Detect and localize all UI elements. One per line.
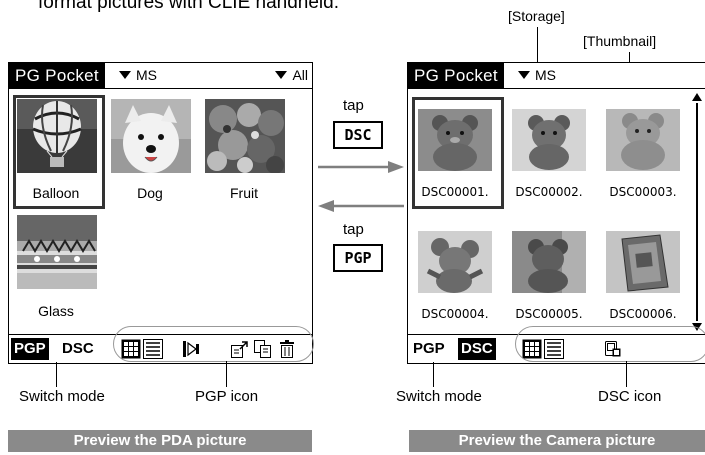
thumbnail-caption: DSC00001. [421, 185, 489, 199]
pgp-tap-button[interactable]: PGP [333, 244, 383, 272]
thumbnail-caption: DSC00004. [421, 307, 489, 321]
thumbnail-caption: DSC00006. [609, 307, 677, 321]
vertical-scrollbar[interactable] [692, 93, 702, 331]
storage-value: MS [535, 67, 556, 83]
storage-callout-line [537, 27, 538, 63]
storage-callout: [Storage] [508, 8, 565, 24]
tap-label: tap [343, 97, 364, 114]
list-view-icon[interactable] [544, 339, 564, 359]
dropdown-triangle-icon [518, 71, 530, 79]
left-switch-line [56, 362, 57, 387]
slideshow-icon[interactable] [181, 339, 201, 359]
thumbnail-caption: Glass [38, 303, 74, 319]
thumbnail-caption: DSC00003. [609, 185, 677, 199]
thumbnail-caption: Balloon [32, 185, 80, 201]
bottom-toolbar: PGP DSC [408, 334, 705, 363]
pgp-mode-button[interactable]: PGP [410, 338, 448, 360]
tap-label: tap [343, 221, 364, 238]
dropdown-triangle-icon [119, 71, 131, 79]
thumbnail-caption: Fruit [230, 185, 258, 201]
pgp-icon-highlight [113, 326, 314, 362]
copy-to-pda-icon[interactable] [603, 339, 623, 359]
bottom-toolbar: PGP DSC [9, 334, 312, 363]
dsc-icon-highlight [515, 326, 705, 362]
app-title: PG Pocket [408, 63, 504, 88]
pgp-icon-line [226, 361, 227, 387]
fruit-photo[interactable] [205, 99, 285, 173]
arrow-right-icon [318, 161, 404, 173]
copy-icon[interactable] [253, 339, 273, 359]
camera-preview-banner: Preview the Camera picture [409, 430, 705, 452]
thumbnail-caption: DSC00005. [515, 307, 583, 321]
intro-text: format pictures with CLIE handheld. [38, 0, 339, 13]
export-icon[interactable] [230, 339, 250, 359]
storage-value: MS [136, 67, 157, 83]
plush-toy-photo[interactable] [418, 231, 492, 293]
arrow-left-icon [318, 200, 404, 212]
storage-dropdown[interactable]: MS [119, 63, 157, 88]
switch-mode-label: Switch mode [396, 388, 482, 405]
trash-icon[interactable] [277, 339, 297, 359]
selected-thumbnail-frame [412, 97, 504, 209]
category-value: All [292, 67, 308, 83]
list-view-icon[interactable] [143, 339, 163, 359]
pgp-icon-label: PGP icon [195, 388, 259, 405]
right-switch-line [433, 362, 434, 387]
dsc-icon-label: DSC icon [598, 388, 662, 405]
dropdown-triangle-icon [275, 71, 288, 79]
switch-mode-label: Switch mode [19, 388, 105, 405]
teddy-bear-photo[interactable] [512, 109, 586, 171]
thumbnail-caption: Dog [137, 185, 163, 201]
selected-thumbnail-frame [13, 95, 105, 209]
title-bar: PG Pocket MS [408, 63, 705, 89]
thumbnail-callout: [Thumbnail] [583, 33, 657, 49]
app-title: PG Pocket [9, 63, 105, 88]
glass-photo[interactable] [17, 215, 97, 289]
pda-preview-banner: Preview the PDA picture [8, 430, 312, 452]
dsc-mode-button[interactable]: DSC [59, 338, 97, 360]
dog-photo[interactable] [111, 99, 191, 173]
dsc-icon-line [626, 361, 627, 387]
book-photo[interactable] [606, 231, 680, 293]
pda-screen-left: PG Pocket MS All Balloon Dog [8, 62, 313, 364]
title-bar: PG Pocket MS All [9, 63, 312, 89]
storage-dropdown[interactable]: MS [518, 63, 556, 88]
pgp-mode-button[interactable]: PGP [11, 338, 49, 360]
teddy-bear-photo[interactable] [606, 109, 680, 171]
pda-screen-right: PG Pocket MS DSC00001. DSC00002. DSC0000… [407, 62, 705, 364]
teddy-bear-photo[interactable] [418, 109, 492, 171]
dsc-tap-button[interactable]: DSC [333, 121, 383, 149]
dsc-mode-button[interactable]: DSC [458, 338, 496, 360]
teddy-bear-photo[interactable] [512, 231, 586, 293]
category-dropdown[interactable]: All [275, 63, 308, 88]
thumbnail-caption: DSC00002. [515, 185, 583, 199]
balloon-photo[interactable] [17, 99, 97, 173]
